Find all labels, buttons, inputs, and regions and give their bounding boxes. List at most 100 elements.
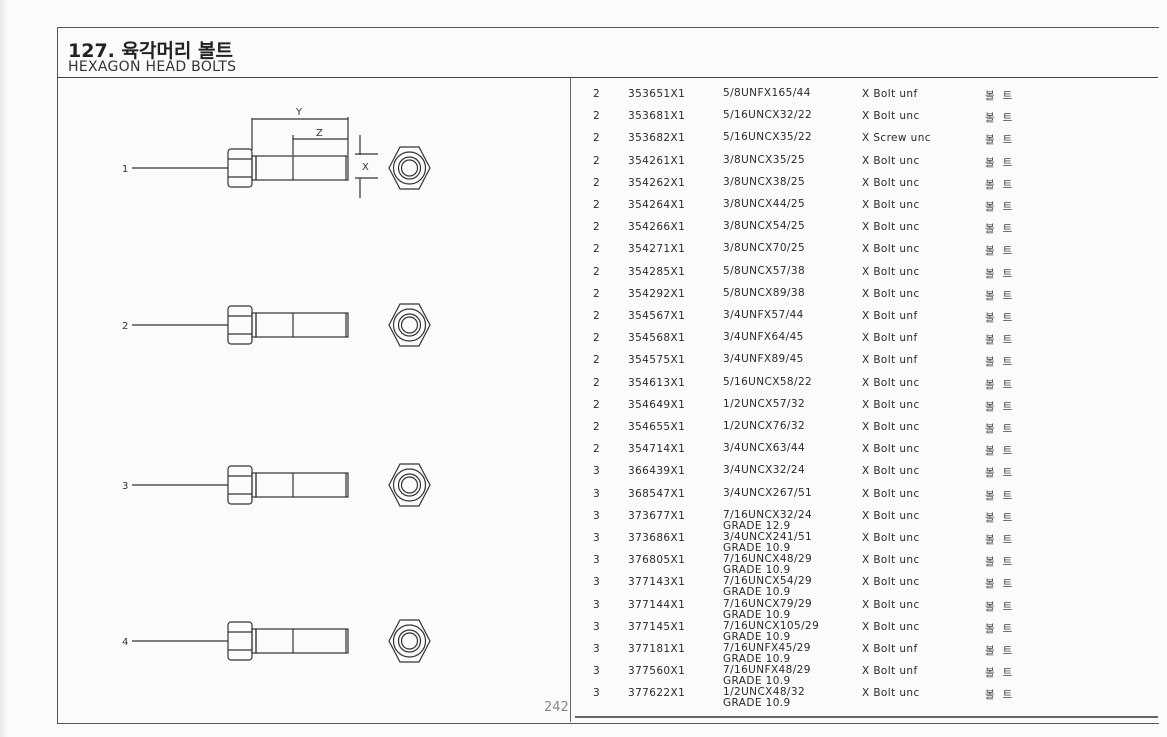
part-number: 373677X1 <box>628 509 686 522</box>
description: X Bolt unf <box>862 310 918 322</box>
part-number: 354261X1 <box>628 154 686 167</box>
spec-size: 5/16UNCX35/22 <box>723 131 813 144</box>
quantity: 3 <box>593 509 601 522</box>
bolt-head <box>227 305 253 345</box>
bolt-head <box>227 465 253 505</box>
korean-name: 볼트 <box>985 378 1021 391</box>
quantity: 2 <box>593 421 601 433</box>
spec-size: 7/16UNCX79/29 <box>723 597 813 610</box>
description: X Bolt unc <box>862 154 920 167</box>
korean-name: 볼트 <box>985 289 1021 302</box>
description: X Bolt unc <box>862 532 920 544</box>
korean-name: 볼트 <box>985 156 1021 169</box>
description: X Bolt unc <box>862 265 920 278</box>
spec-grade: GRADE 10.9 <box>723 586 791 599</box>
part-number: 376805X1 <box>628 554 686 567</box>
part-number: 354714X1 <box>628 443 686 456</box>
korean-name: 볼트 <box>985 489 1021 502</box>
description: X Bolt unf <box>862 643 918 655</box>
spec-size: 1/2UNCX76/32 <box>723 420 806 432</box>
korean-name: 볼트 <box>985 578 1021 591</box>
dim-label-x: X <box>362 162 369 173</box>
scan-edge <box>0 0 8 737</box>
bolt-shank <box>255 312 349 338</box>
korean-name: 볼트 <box>985 400 1021 413</box>
korean-name: 볼트 <box>985 334 1021 347</box>
korean-name: 볼트 <box>985 112 1021 125</box>
spec-grade: GRADE 10.9 <box>723 542 791 554</box>
part-number: 354292X1 <box>628 287 686 300</box>
spec-size: 7/16UNCX48/29 <box>723 553 813 566</box>
part-number: 354262X1 <box>628 176 686 189</box>
spec-grade: GRADE 10.9 <box>723 630 791 643</box>
spec-size: 7/16UNFX48/29 <box>723 664 811 677</box>
specification: 3/8UNCX70/25 <box>723 243 805 254</box>
description: X Bolt unc <box>862 509 920 522</box>
korean-name: 볼트 <box>985 423 1021 435</box>
specification: 3/8UNCX38/25 <box>723 176 805 188</box>
spec-size: 7/16UNFX45/29 <box>723 642 811 654</box>
specification: 5/16UNCX35/22 <box>723 132 812 143</box>
bolt-figure-1: 1 <box>122 146 431 190</box>
spec-size: 3/4UNFX57/44 <box>723 309 804 321</box>
quantity: 3 <box>593 687 601 700</box>
part-number: 354613X1 <box>628 376 686 389</box>
part-number: 354285X1 <box>628 265 686 278</box>
description: X Bolt unc <box>862 243 920 256</box>
part-number: 377143X1 <box>628 576 686 589</box>
description: X Bolt unc <box>862 199 920 211</box>
hex-end-view <box>388 619 431 663</box>
korean-name: 볼트 <box>985 90 1021 102</box>
part-number: 377560X1 <box>628 665 686 678</box>
quantity: 2 <box>593 199 601 211</box>
bolt-shank <box>255 155 349 181</box>
spec-grade: GRADE 10.9 <box>723 564 791 577</box>
spec-size: 7/16UNCX54/29 <box>723 575 813 588</box>
quantity: 2 <box>593 154 601 167</box>
specification: 5/16UNCX32/22 <box>723 110 812 121</box>
korean-name: 볼트 <box>985 445 1021 458</box>
spec-size: 7/16UNCX32/24 <box>723 508 813 521</box>
korean-name: 볼트 <box>985 356 1021 369</box>
korean-name: 볼트 <box>985 600 1021 613</box>
specification: 5/16UNCX58/22 <box>723 376 812 388</box>
page-number: 242 <box>544 700 569 715</box>
specification: 1/2UNCX57/32 <box>723 398 805 410</box>
spec-size: 3/4UNCX32/24 <box>723 464 806 477</box>
quantity: 2 <box>593 332 601 345</box>
dim-label-y: Y <box>295 107 303 118</box>
spec-size: 3/4UNFX64/45 <box>723 331 804 344</box>
description: X Bolt unc <box>862 598 920 611</box>
quantity: 2 <box>593 221 601 234</box>
description: X Bolt unc <box>862 376 920 389</box>
table-bottom-rule <box>575 716 1158 718</box>
part-number: 354568X1 <box>628 332 686 345</box>
korean-name: 볼트 <box>985 223 1021 236</box>
description: X Bolt unc <box>862 443 920 456</box>
part-number: 377144X1 <box>628 598 686 611</box>
spec-size: 3/4UNFX89/45 <box>723 353 804 366</box>
header-divider <box>57 77 1158 78</box>
quantity: 3 <box>593 665 601 678</box>
quantity: 3 <box>593 643 601 655</box>
korean-name: 볼트 <box>985 622 1021 635</box>
bolt-shank <box>255 628 349 654</box>
korean-name: 볼트 <box>985 178 1021 191</box>
column-divider <box>570 78 571 722</box>
spec-size: 3/4UNCX267/51 <box>723 486 813 499</box>
specification: 3/4UNCX63/44 <box>723 443 805 454</box>
callout-number: 1 <box>122 164 128 175</box>
spec-size: 3/8UNCX44/25 <box>723 198 806 210</box>
quantity: 2 <box>593 443 601 456</box>
hex-end-view <box>388 303 431 347</box>
spec-size: 7/16UNCX105/29 <box>723 619 820 632</box>
quantity: 2 <box>593 354 601 367</box>
hex-end-view <box>388 463 431 507</box>
spec-size: 3/8UNCX54/25 <box>723 220 806 233</box>
bolt-head <box>227 148 253 188</box>
description: X Bolt unc <box>862 687 920 700</box>
